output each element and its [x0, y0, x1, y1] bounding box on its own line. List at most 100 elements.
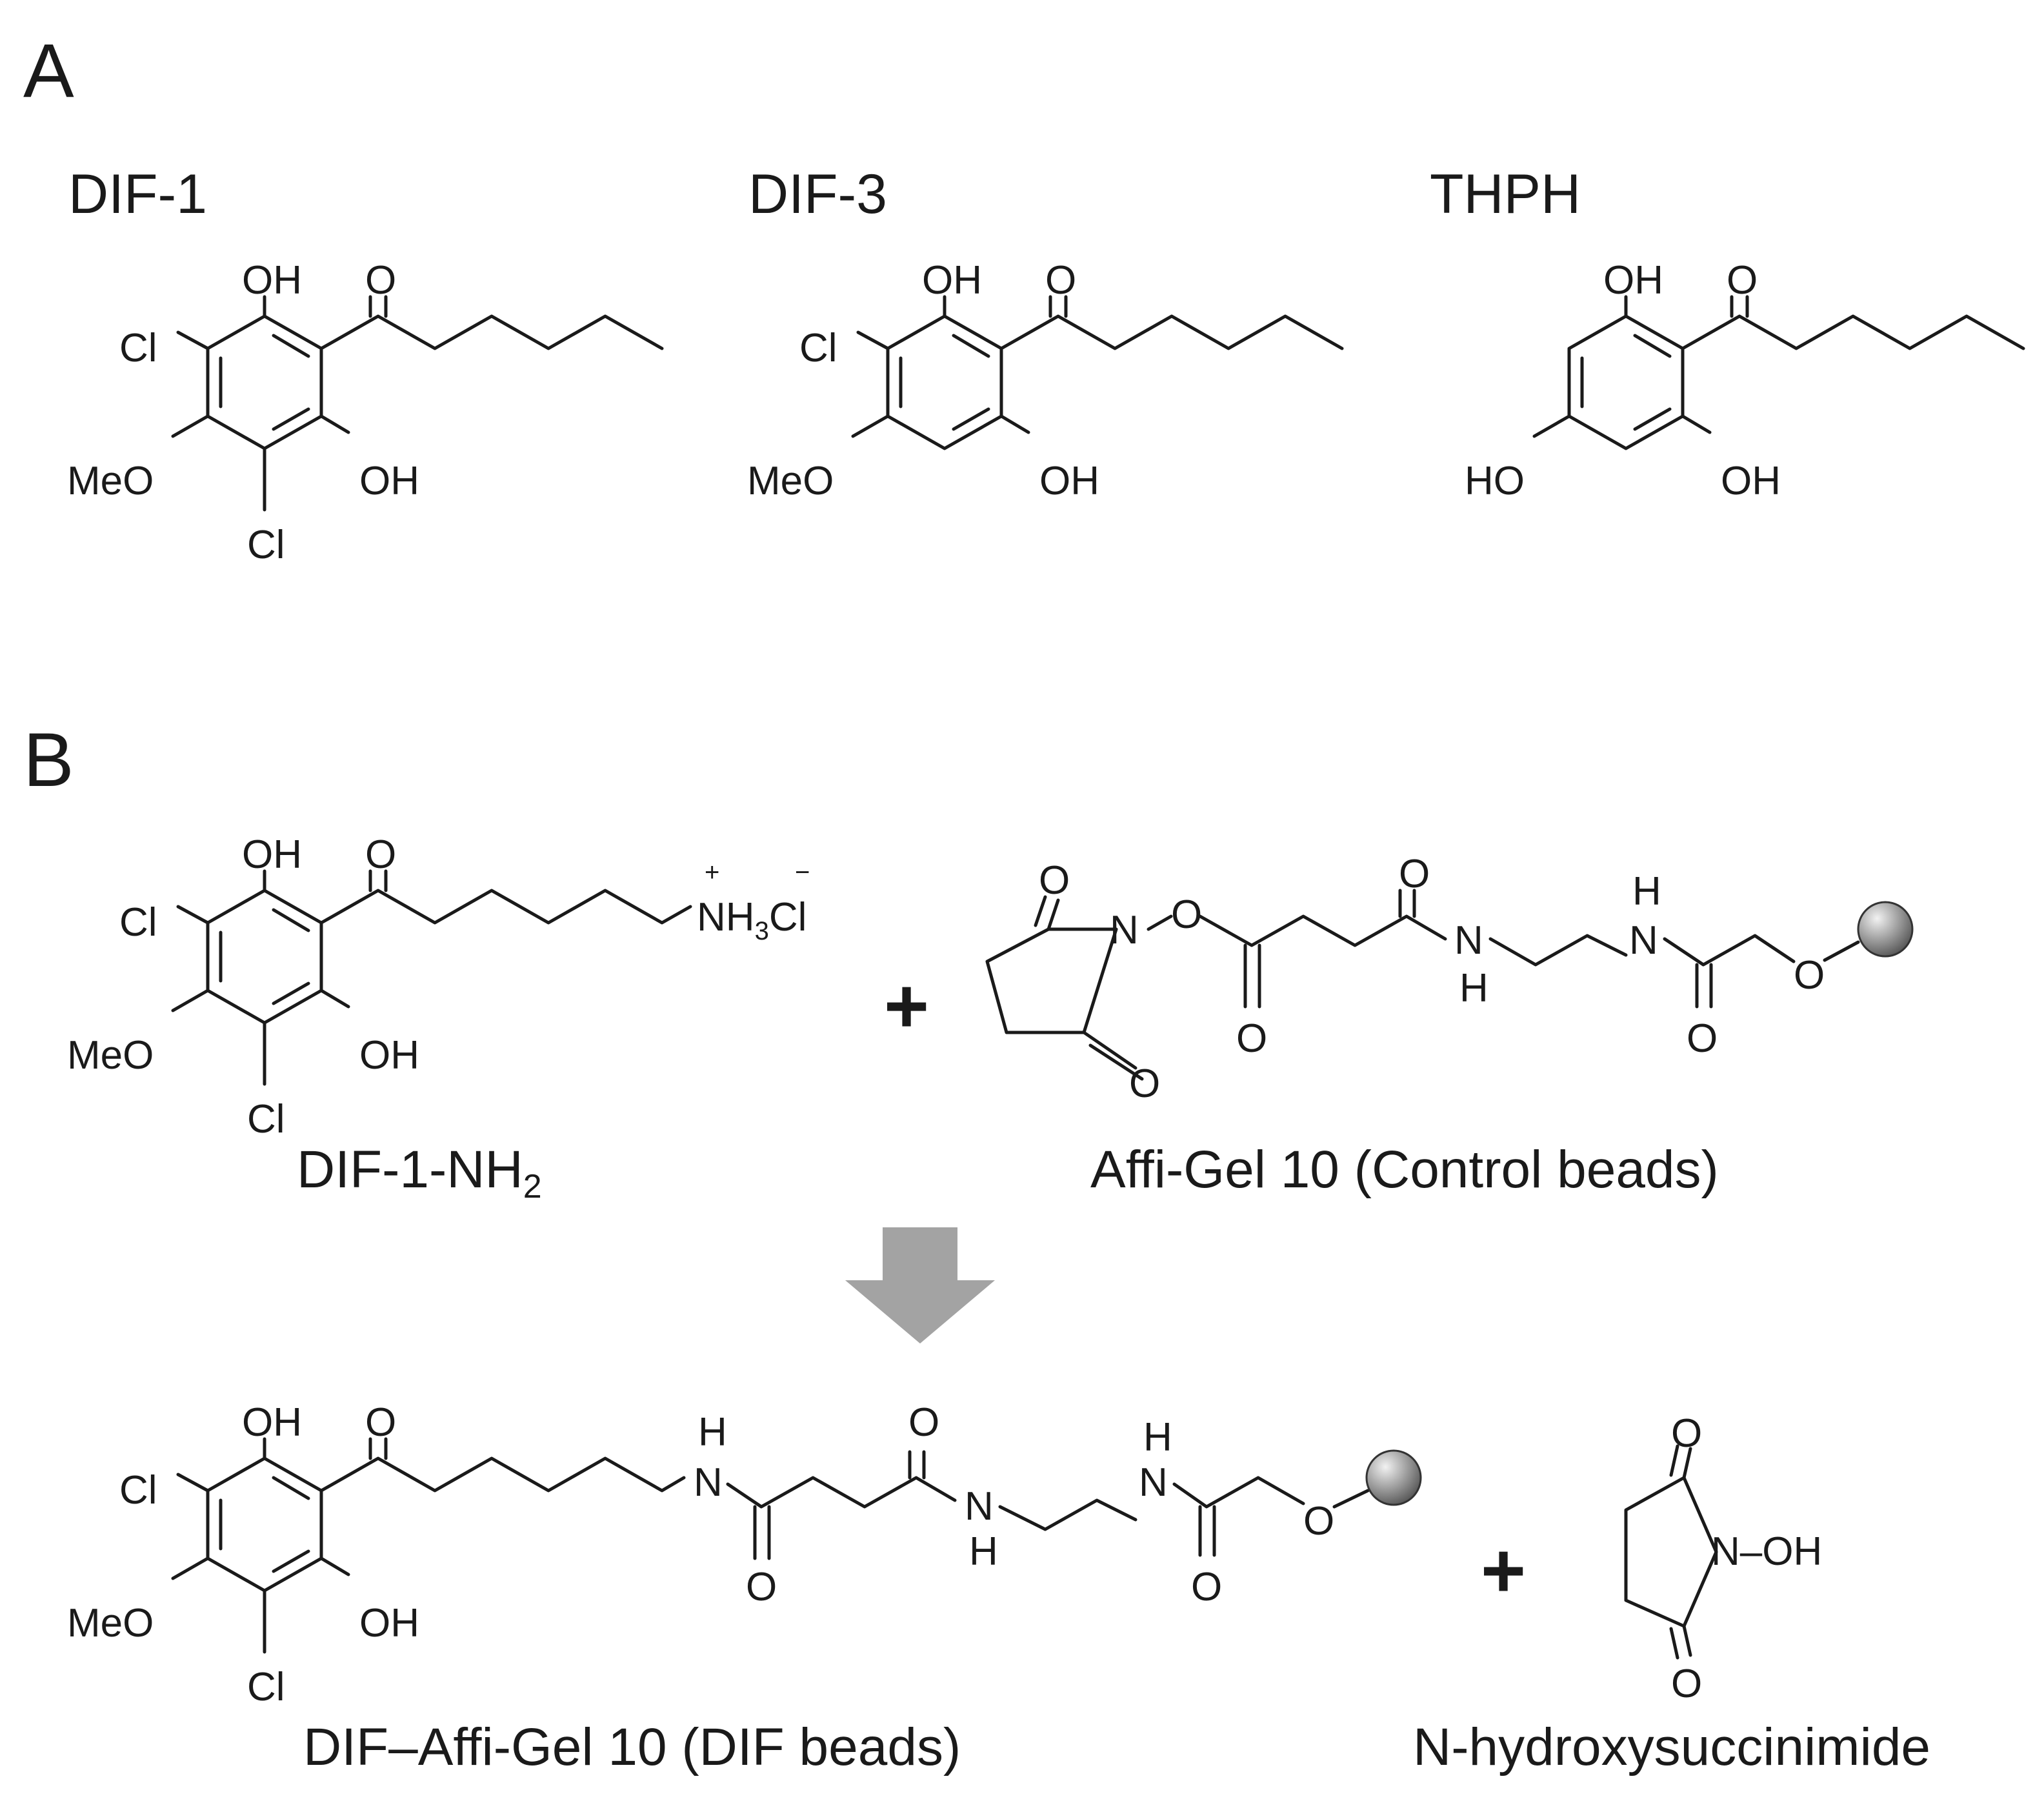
svg-text:MeO: MeO [67, 1601, 154, 1645]
svg-text:OH: OH [359, 1033, 419, 1078]
succinimide-ring [1624, 1476, 1718, 1628]
svg-text:N: N [1110, 908, 1139, 952]
svg-text:OH: OH [359, 459, 419, 503]
svg-text:OH: OH [1721, 459, 1781, 503]
aminohexanoyl-chain [319, 1456, 686, 1493]
svg-text:N: N [694, 1460, 723, 1505]
bead-icon [1365, 1449, 1422, 1506]
svg-text:OH: OH [1039, 459, 1099, 503]
svg-text:OH: OH [359, 1601, 419, 1645]
svg-text:O: O [1236, 1016, 1267, 1061]
affigel10-structure: O O N O O O N H N H O O [985, 852, 1914, 1106]
svg-text:O: O [1794, 953, 1825, 998]
compound-affigel10: O O N O O O N H N H O O Affi-Gel 1 [985, 852, 1914, 1199]
label-nhs: N-hydroxysuccinimide [1413, 1718, 1930, 1776]
svg-text:O: O [1129, 1061, 1160, 1106]
svg-text:O: O [1399, 852, 1430, 896]
compound-dif1: DIF-1 OH O Cl MeO OH Cl [67, 163, 664, 567]
dif-affigel10-structure: OH O Cl MeO OH Cl N H O O N H N H O O [67, 1400, 1422, 1709]
ethylenediamine [1488, 934, 1628, 967]
svg-text:Cl: Cl [119, 1468, 157, 1513]
svg-text:O: O [1191, 1565, 1222, 1609]
svg-text:Cl: Cl [799, 326, 837, 370]
svg-text:O: O [365, 258, 396, 303]
svg-text:O: O [1039, 858, 1070, 903]
reaction-arrow-icon [845, 1227, 995, 1343]
svg-text:O: O [1171, 892, 1202, 937]
benzene-ring [206, 889, 323, 1025]
svg-text:OH: OH [242, 258, 302, 303]
linker-chain [1198, 914, 1447, 947]
svg-text:Cl: Cl [247, 1665, 285, 1709]
svg-text:H: H [1143, 1415, 1172, 1460]
benzene-ring [1567, 314, 1685, 450]
svg-text:O: O [1687, 1016, 1718, 1061]
glycolic-linker [1172, 1476, 1305, 1509]
compound-name-dif1: DIF-1 [68, 163, 207, 225]
svg-text:O: O [1303, 1499, 1334, 1544]
hexanoyl-chain [319, 314, 664, 350]
dif1-structure: OH O Cl MeO OH Cl [67, 258, 664, 567]
plus-sign: + [884, 963, 929, 1049]
svg-text:Cl: Cl [247, 1097, 285, 1142]
svg-text:H: H [1632, 869, 1661, 914]
svg-text:O: O [1671, 1662, 1702, 1706]
svg-text:Cl: Cl [247, 523, 285, 567]
charge-minus: − [795, 858, 810, 887]
label-dif1-nh2: DIF-1-NH2 [297, 1140, 542, 1205]
svg-text:OH: OH [1603, 258, 1663, 303]
svg-text:O: O [1671, 1411, 1702, 1456]
svg-text:MeO: MeO [747, 459, 834, 503]
svg-text:O: O [746, 1565, 777, 1609]
nhs-structure: O O N–OH [1624, 1411, 1822, 1706]
compound-dif-affigel10: OH O Cl MeO OH Cl N H O O N H N H O O [67, 1400, 1422, 1776]
svg-text:MeO: MeO [67, 1033, 154, 1078]
ethylenediamine [998, 1498, 1137, 1531]
svg-text:O: O [365, 832, 396, 877]
aminohexanoyl-chain [319, 889, 692, 925]
benzene-ring [206, 1456, 323, 1593]
bead-icon [1857, 901, 1914, 958]
dif1-nh2-structure: OH O Cl MeO OH Cl NH3Cl + − [67, 832, 810, 1142]
ammonium: NH3Cl [697, 895, 807, 945]
svg-text:N: N [1139, 1460, 1168, 1505]
hexanoyl-chain [999, 314, 1344, 350]
svg-text:OH: OH [242, 1400, 302, 1445]
succinimide-ring [985, 927, 1118, 1034]
svg-text:H: H [698, 1410, 727, 1454]
svg-text:H: H [1459, 966, 1488, 1011]
thph-structure: OH O HO OH [1465, 258, 2025, 503]
label-dif-beads: DIF–Affi-Gel 10 (DIF beads) [303, 1718, 961, 1776]
n-oh: N–OH [1711, 1529, 1822, 1574]
succinyl-linker [726, 1476, 957, 1509]
benzene-ring [206, 314, 323, 450]
plus-sign: + [1481, 1527, 1526, 1614]
dif3-structure: OH O Cl MeO OH [747, 258, 1344, 503]
benzene-ring [886, 314, 1003, 450]
glycolic-linker [1663, 934, 1796, 967]
svg-text:Cl: Cl [119, 900, 157, 945]
svg-text:N: N [1454, 918, 1483, 963]
svg-text:O: O [908, 1400, 939, 1445]
hexanoyl-chain [1681, 314, 2025, 350]
compound-name-dif3: DIF-3 [748, 163, 887, 225]
svg-text:HO: HO [1465, 459, 1525, 503]
panel-label-b: B [23, 718, 74, 803]
panel-label-a: A [23, 28, 74, 114]
label-affigel10: Affi-Gel 10 (Control beads) [1090, 1140, 1719, 1199]
charge-plus: + [705, 858, 719, 887]
compound-dif3: DIF-3 OH O Cl MeO OH [747, 163, 1344, 503]
compound-nhs: O O N–OH N-hydroxysuccinimide [1413, 1411, 1930, 1776]
svg-text:N: N [965, 1484, 994, 1529]
compound-name-thph: THPH [1430, 163, 1581, 225]
svg-text:O: O [1727, 258, 1758, 303]
svg-text:MeO: MeO [67, 459, 154, 503]
svg-text:O: O [1045, 258, 1076, 303]
compound-thph: THPH OH O HO OH [1430, 163, 2025, 503]
svg-text:O: O [365, 1400, 396, 1445]
svg-text:N: N [1629, 918, 1658, 963]
svg-text:OH: OH [242, 832, 302, 877]
svg-text:OH: OH [922, 258, 982, 303]
